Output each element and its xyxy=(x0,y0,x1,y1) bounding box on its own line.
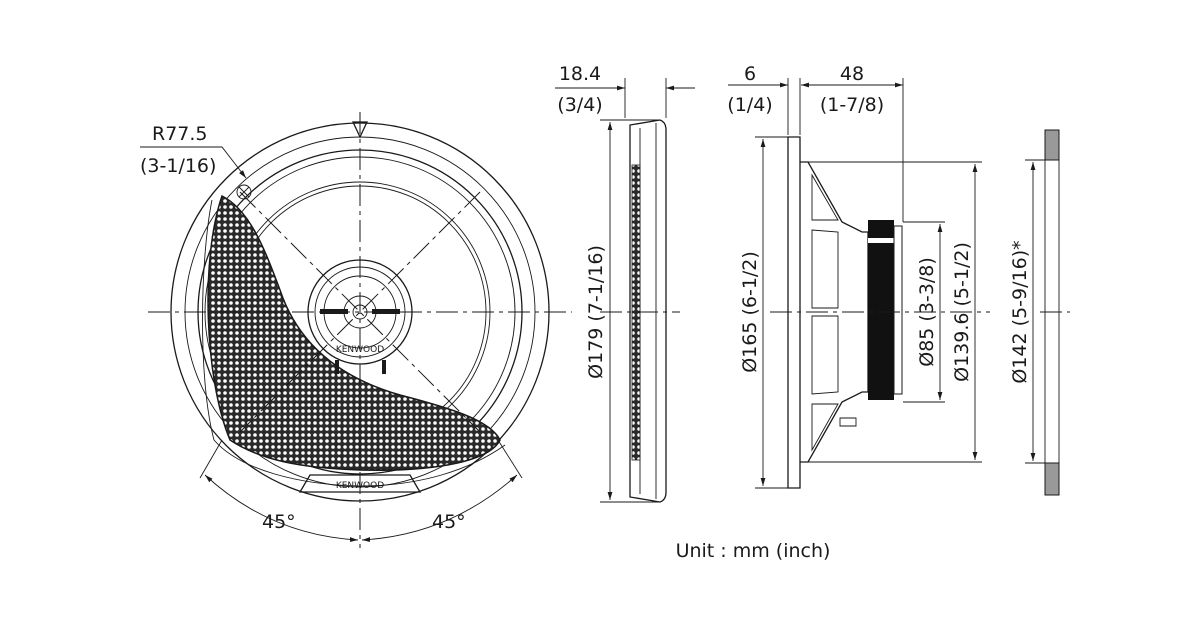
basket-diameter-label: Ø139.6 (5-1/2) xyxy=(951,242,973,382)
unit-note: Unit : mm (inch) xyxy=(676,540,831,562)
radius-inch-label: (3-1/16) xyxy=(140,155,216,177)
speaker-side-view: 6 (1/4) 48 (1-7/8) Ø165 (6-1/2) Ø85 (3-3… xyxy=(727,63,990,489)
grille-diameter-label: Ø179 (7-1/16) xyxy=(585,245,607,379)
mounting-hole-icon xyxy=(236,184,252,200)
radius-label: R77.5 xyxy=(152,123,208,145)
flange-depth-inch-label: (1/4) xyxy=(727,94,772,116)
magnet xyxy=(868,220,894,400)
grille-side-view: 18.4 (3/4) Ø179 (7-1/16) xyxy=(555,63,695,503)
angle-left-label: 45° xyxy=(262,511,296,533)
grille-depth-inch-label: (3/4) xyxy=(557,94,602,116)
front-view: KENWOOD KENWOOD R77.5 (3-1/16) 45° xyxy=(140,112,572,548)
flange-depth-label: 6 xyxy=(744,63,756,85)
grille-mesh xyxy=(207,194,501,471)
angle-right-label: 45° xyxy=(432,511,466,533)
cutout-diameter-label: Ø142 (5-9/16)* xyxy=(1009,240,1031,383)
cutout-view: Ø142 (5-9/16)* xyxy=(1009,129,1070,496)
grille-depth-label: 18.4 xyxy=(559,63,601,85)
mounting-depth-inch-label: (1-7/8) xyxy=(820,94,884,116)
mounting-depth-label: 48 xyxy=(840,63,864,85)
magnet-diameter-label: Ø85 (3-3/8) xyxy=(916,257,938,367)
outer-diameter-label: Ø165 (6-1/2) xyxy=(739,251,761,373)
